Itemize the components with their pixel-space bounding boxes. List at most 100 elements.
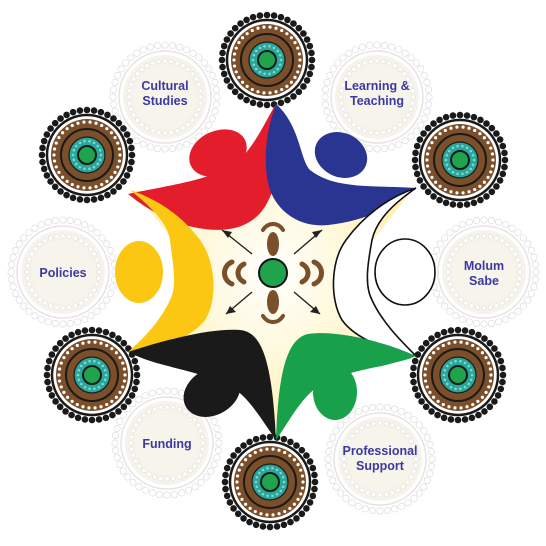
medallion-teal-dot bbox=[266, 466, 269, 470]
ghost-dot bbox=[208, 71, 216, 79]
label-funding: Funding bbox=[142, 437, 191, 451]
medallion-teal-dot bbox=[461, 172, 464, 176]
medallion-outer-dot bbox=[413, 142, 421, 150]
medallion-white-dot bbox=[482, 180, 486, 184]
shield-top bbox=[267, 232, 279, 256]
ghost-dot bbox=[129, 478, 137, 486]
medallion-outer-dot bbox=[486, 403, 494, 411]
medallion-white-dot bbox=[240, 463, 244, 467]
medallion-outer-dot bbox=[234, 510, 242, 518]
medallion-outer-dot bbox=[499, 170, 507, 178]
medallion-teal-dot bbox=[281, 485, 285, 489]
ghost-dot bbox=[532, 268, 540, 276]
medallion-white-dot bbox=[105, 127, 109, 131]
medallion-outer-dot bbox=[45, 357, 53, 365]
medallion-outer-dot bbox=[226, 499, 234, 506]
medallion-outer-dot bbox=[411, 357, 419, 365]
medallion-white-dot bbox=[81, 341, 85, 345]
medallion-white-dot bbox=[62, 356, 66, 360]
medallion-white-dot bbox=[484, 356, 488, 360]
medallion-outer-dot bbox=[491, 345, 498, 352]
ghost-inner-dot bbox=[516, 275, 522, 281]
medallion-white-dot bbox=[256, 26, 260, 30]
ghost-dot bbox=[531, 261, 539, 269]
ghost-dot bbox=[427, 448, 435, 456]
medallion-white-dot bbox=[54, 141, 58, 145]
medallion-teal-dot bbox=[467, 382, 471, 386]
medallion-white-dot bbox=[244, 502, 248, 506]
medallion-outer-dot bbox=[410, 378, 417, 386]
medallion-outer-dot bbox=[52, 345, 59, 352]
medallion-white-dot bbox=[423, 367, 428, 371]
ghost-dot bbox=[480, 320, 488, 328]
medallion-outer-dot bbox=[252, 521, 260, 529]
medallion-outer-dot bbox=[311, 485, 318, 493]
medallion-white-dot bbox=[61, 131, 65, 135]
medallion-white-dot bbox=[461, 191, 465, 195]
ghost-dot bbox=[98, 234, 106, 242]
medallion-white-dot bbox=[467, 126, 471, 130]
ghost-dot bbox=[391, 405, 399, 413]
medallion-teal-dot bbox=[88, 387, 91, 391]
medallion-white-dot bbox=[487, 385, 491, 389]
ghost-inner-dot bbox=[180, 63, 186, 69]
medallion-outer-dot bbox=[104, 111, 111, 119]
medallion-outer-dot bbox=[39, 158, 46, 166]
ghost-dot bbox=[114, 71, 122, 79]
medallion-white-dot bbox=[438, 132, 442, 136]
ghost-dot bbox=[20, 234, 28, 242]
ghost-dot bbox=[354, 408, 362, 416]
medallion-white-dot bbox=[447, 341, 451, 345]
ghost-dot bbox=[358, 43, 366, 51]
ghost-inner-dot bbox=[475, 234, 481, 240]
medallion-white-dot bbox=[114, 395, 118, 399]
medallion-white-dot bbox=[434, 180, 438, 184]
ghost-dot bbox=[146, 143, 154, 151]
medallion-white-dot bbox=[57, 136, 61, 140]
medallion-outer-dot bbox=[442, 199, 450, 207]
medallion-outer-dot bbox=[447, 327, 455, 334]
medallion-white-dot bbox=[425, 152, 430, 156]
medallion-white-dot bbox=[296, 70, 300, 74]
ghost-dot bbox=[361, 405, 369, 413]
ghost-dot bbox=[202, 473, 210, 481]
ghost-dot bbox=[119, 467, 127, 475]
medallion-white-dot bbox=[432, 351, 436, 355]
medallion-teal-dot bbox=[101, 364, 105, 368]
medallion-white-dot bbox=[76, 121, 80, 125]
ghost-inner-dot bbox=[128, 82, 134, 88]
ghost-inner-dot bbox=[395, 487, 401, 493]
ghost-dot bbox=[7, 268, 15, 276]
ghost-dot bbox=[113, 424, 121, 432]
ghost-dot bbox=[391, 505, 399, 513]
medallion-outer-dot bbox=[43, 131, 51, 138]
medallion-white-dot bbox=[432, 395, 436, 399]
medallion-white-dot bbox=[288, 454, 292, 458]
ghost-inner-dot bbox=[193, 112, 199, 118]
ghost-dot bbox=[210, 461, 218, 469]
medallion-outer-dot bbox=[249, 99, 257, 107]
ghost-inner-dot bbox=[516, 263, 522, 269]
medallion-white-dot bbox=[109, 131, 113, 135]
medallion-white-dot bbox=[292, 502, 296, 506]
ghost-inner-dot bbox=[515, 281, 521, 287]
medallion-white-dot bbox=[70, 182, 74, 187]
ghost-dot bbox=[436, 240, 444, 248]
medallion-teal-dot bbox=[442, 373, 446, 377]
ghost-dot bbox=[81, 315, 89, 323]
medallion-outer-dot bbox=[454, 416, 462, 424]
medallion-outer-dot bbox=[494, 392, 502, 399]
ghost-inner-dot bbox=[410, 94, 416, 100]
ghost-inner-dot bbox=[346, 71, 352, 77]
ghost-inner-dot bbox=[392, 125, 398, 131]
medallion-outer-dot bbox=[231, 24, 239, 32]
medallion-white-dot bbox=[484, 390, 488, 394]
ghost-dot bbox=[395, 46, 403, 54]
medallion-white-dot bbox=[425, 385, 429, 389]
medallion-teal-dot bbox=[76, 373, 80, 377]
medallion-white-dot bbox=[283, 450, 287, 455]
medallion-outer-dot bbox=[230, 505, 237, 512]
medallion-center bbox=[260, 472, 280, 492]
label-learning-teaching: Learning & Teaching bbox=[344, 79, 409, 108]
ghost-center bbox=[346, 66, 408, 128]
